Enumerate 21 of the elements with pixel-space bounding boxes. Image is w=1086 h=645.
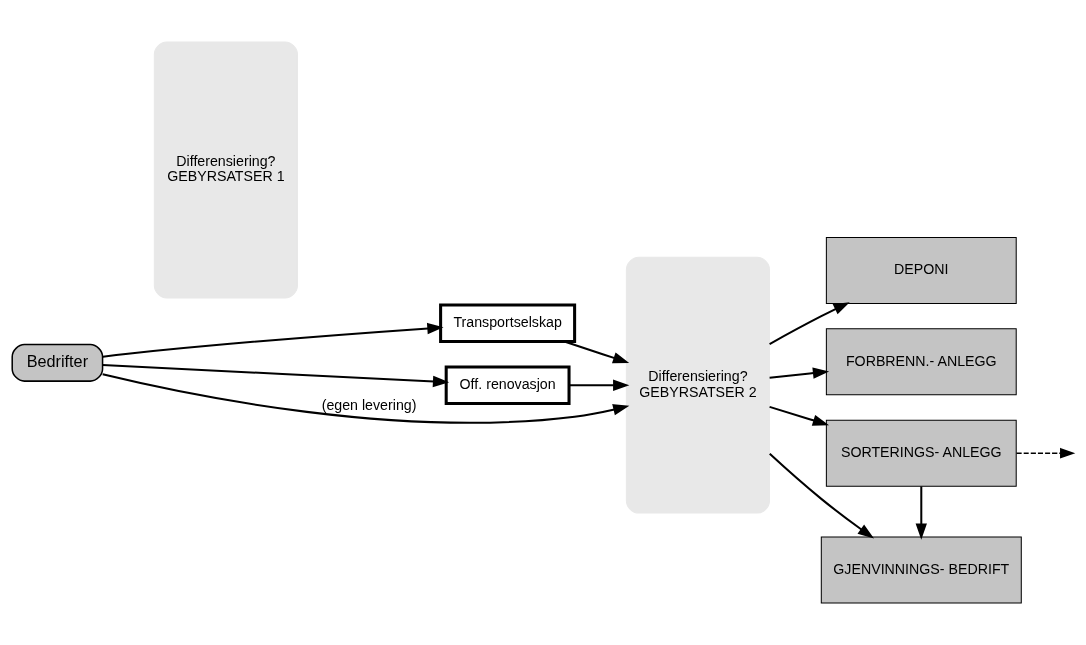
arrow [915,486,927,540]
node-box: Transportselskap [439,303,577,344]
node-box: Bedrifter [11,343,104,382]
arrow [564,340,630,364]
node-box: Differensiering? GEBYRSATSER 1 [153,41,298,299]
arrow [102,364,450,388]
arrow [769,405,829,426]
arrow [1015,447,1076,459]
node-box: FORBRENN.- ANLEGG [825,328,1017,396]
node-box: SORTERINGS- ANLEGG [825,419,1017,487]
node-box: DEPONI [825,236,1017,304]
arrow [769,367,830,379]
node-box: Off. renovasjon [444,365,571,405]
edge-label: (egen levering) [321,396,417,413]
arrow [102,373,630,424]
node-box: Differensiering? GEBYRSATSER 2 [625,256,771,514]
arrow [102,322,444,358]
arrow [769,453,875,539]
node-box: GJENVINNINGS- BEDRIFT [820,536,1022,604]
arrow [769,302,850,345]
arrow [569,379,630,391]
